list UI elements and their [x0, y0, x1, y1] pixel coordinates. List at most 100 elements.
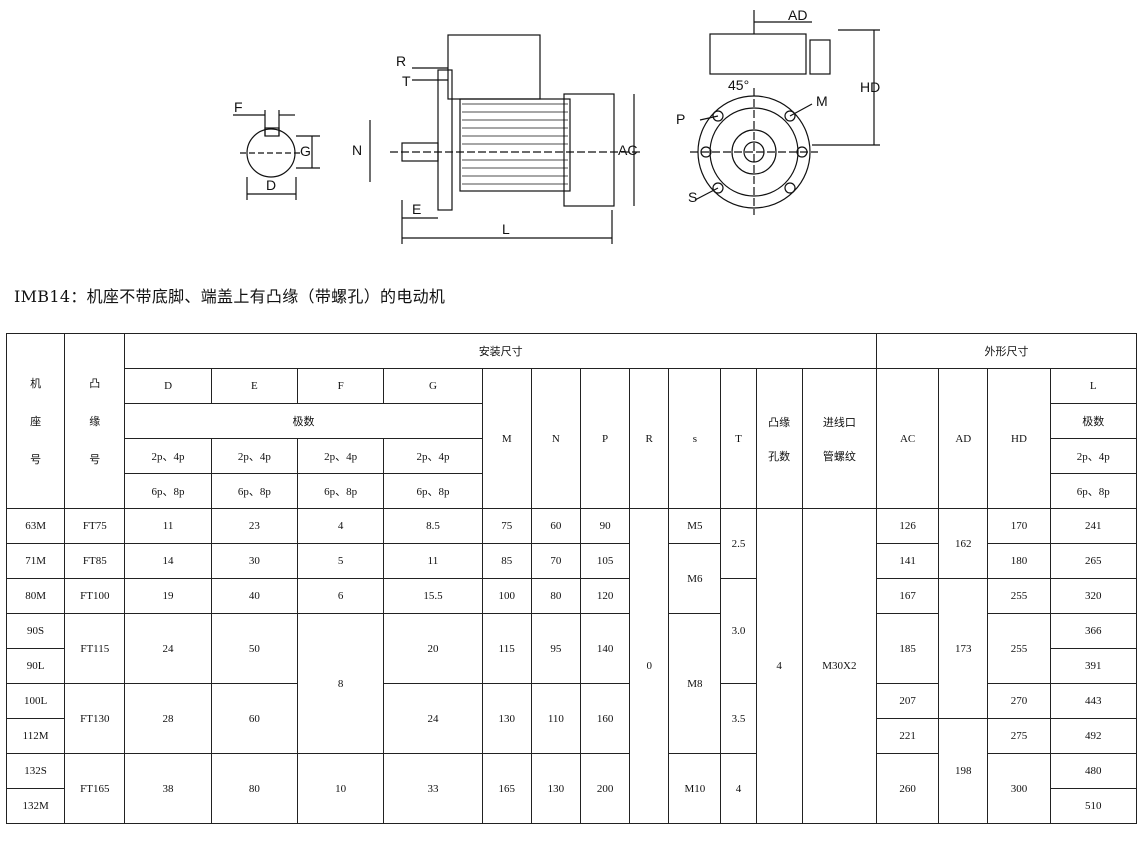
cell-N: 80 — [530, 578, 581, 614]
cell-F: 5 — [296, 543, 385, 579]
cell-holes: 4 — [755, 508, 803, 824]
cell-s: M5 — [668, 508, 722, 544]
motor-side-view — [369, 34, 640, 244]
cell-E: 40 — [210, 578, 299, 614]
cell-P: 140 — [579, 613, 631, 684]
cell-R: 0 — [629, 508, 670, 824]
poles-68: 6p、8p — [296, 473, 385, 509]
cell-T: 3.5 — [720, 683, 757, 754]
cell-P: 120 — [579, 578, 631, 614]
cell-N: 60 — [530, 508, 581, 544]
cell-M: 85 — [481, 543, 532, 579]
cell-E: 23 — [210, 508, 299, 544]
label-N: N — [352, 142, 362, 158]
poles-68: 6p、8p — [210, 473, 299, 509]
cell-s: M10 — [668, 753, 722, 824]
cell-M: 165 — [481, 753, 532, 824]
poles-24: 2p、4p — [124, 438, 212, 474]
motor-dimension-drawing: F G D R T N E L AC AD HD 45° P M S — [233, 7, 880, 244]
frame-cell: 132M — [5, 788, 66, 824]
cell-L: 510 — [1049, 788, 1138, 824]
label-F: F — [234, 99, 243, 115]
cell-AC: 185 — [875, 613, 940, 684]
frame-cell: 71M — [5, 543, 66, 579]
cell-D: 38 — [124, 753, 212, 824]
cell-HD: 300 — [987, 753, 1051, 824]
flange-cell: FT165 — [64, 753, 126, 824]
cell-s: M6 — [668, 543, 722, 614]
cell-P: 105 — [579, 543, 631, 579]
cell-D: 19 — [124, 578, 212, 614]
poles-24: 2p、4p — [383, 438, 483, 474]
label-P: P — [676, 111, 685, 127]
header-T: T — [720, 368, 757, 509]
cell-G: 20 — [383, 613, 483, 684]
cell-L: 366 — [1049, 613, 1138, 649]
flange-cell: FT115 — [64, 613, 126, 684]
cell-P: 90 — [579, 508, 631, 544]
label-R: R — [396, 53, 406, 69]
poles-68: 6p、8p — [124, 473, 212, 509]
dimension-table: 机座号 凸缘号 安装尺寸 外形尺寸 D E F G M N P R s T 凸缘… — [5, 333, 1138, 824]
cell-L: 265 — [1049, 543, 1138, 579]
cell-M: 115 — [481, 613, 532, 684]
label-M: M — [816, 93, 828, 109]
header-holes: 凸缘孔数 — [755, 368, 803, 509]
cell-AD: 162 — [938, 508, 989, 579]
label-S: S — [688, 189, 697, 205]
header-flange: 凸缘号 — [64, 333, 126, 509]
cell-D: 24 — [124, 613, 212, 684]
cell-G: 15.5 — [383, 578, 483, 614]
poles-24: 2p、4p — [296, 438, 385, 474]
poles-24: 2p、4p — [210, 438, 299, 474]
cell-L: 241 — [1049, 508, 1138, 544]
header-AC: AC — [875, 368, 940, 509]
cell-E: 60 — [210, 683, 299, 754]
cell-L: 492 — [1049, 718, 1138, 754]
header-L: L — [1049, 368, 1138, 404]
header-N: N — [530, 368, 581, 509]
cell-L: 320 — [1049, 578, 1138, 614]
cell-HD: 255 — [987, 613, 1051, 684]
flange-cell: FT75 — [64, 508, 126, 544]
cell-F: 4 — [296, 508, 385, 544]
header-HD: HD — [987, 368, 1051, 509]
cell-N: 110 — [530, 683, 581, 754]
cell-F: 8 — [296, 613, 385, 754]
label-E: E — [412, 201, 421, 217]
header-thread: 进线口管螺纹 — [801, 368, 877, 509]
header-P: P — [579, 368, 631, 509]
cell-L: 443 — [1049, 683, 1138, 719]
cell-P: 160 — [579, 683, 631, 754]
cell-G: 8.5 — [383, 508, 483, 544]
cell-F: 10 — [296, 753, 385, 824]
label-AC: AC — [618, 142, 637, 158]
frame-cell: 112M — [5, 718, 66, 754]
frame-cell: 90L — [5, 648, 66, 684]
flange-cell: FT85 — [64, 543, 126, 579]
frame-cell: 100L — [5, 683, 66, 719]
shaft-end-view — [233, 110, 320, 200]
label-G: G — [300, 143, 311, 159]
label-AD: AD — [788, 7, 807, 23]
cell-HD: 275 — [987, 718, 1051, 754]
header-frame: 机座号 — [5, 333, 66, 509]
frame-cell: 63M — [5, 508, 66, 544]
frame-cell: 80M — [5, 578, 66, 614]
cell-M: 130 — [481, 683, 532, 754]
header-E: E — [210, 368, 299, 404]
cell-D: 14 — [124, 543, 212, 579]
header-install: 安装尺寸 — [124, 333, 877, 369]
label-T: T — [402, 73, 411, 89]
header-s: s — [668, 368, 722, 509]
label-L: L — [502, 221, 510, 237]
cell-T: 3.0 — [720, 578, 757, 684]
cell-P: 200 — [579, 753, 631, 824]
cell-AD: 173 — [938, 578, 989, 719]
cell-AC: 141 — [875, 543, 940, 579]
cell-AC: 167 — [875, 578, 940, 614]
cell-L: 480 — [1049, 753, 1138, 789]
frame-cell: 90S — [5, 613, 66, 649]
label-HD: HD — [860, 79, 880, 95]
cell-AC: 260 — [875, 753, 940, 824]
